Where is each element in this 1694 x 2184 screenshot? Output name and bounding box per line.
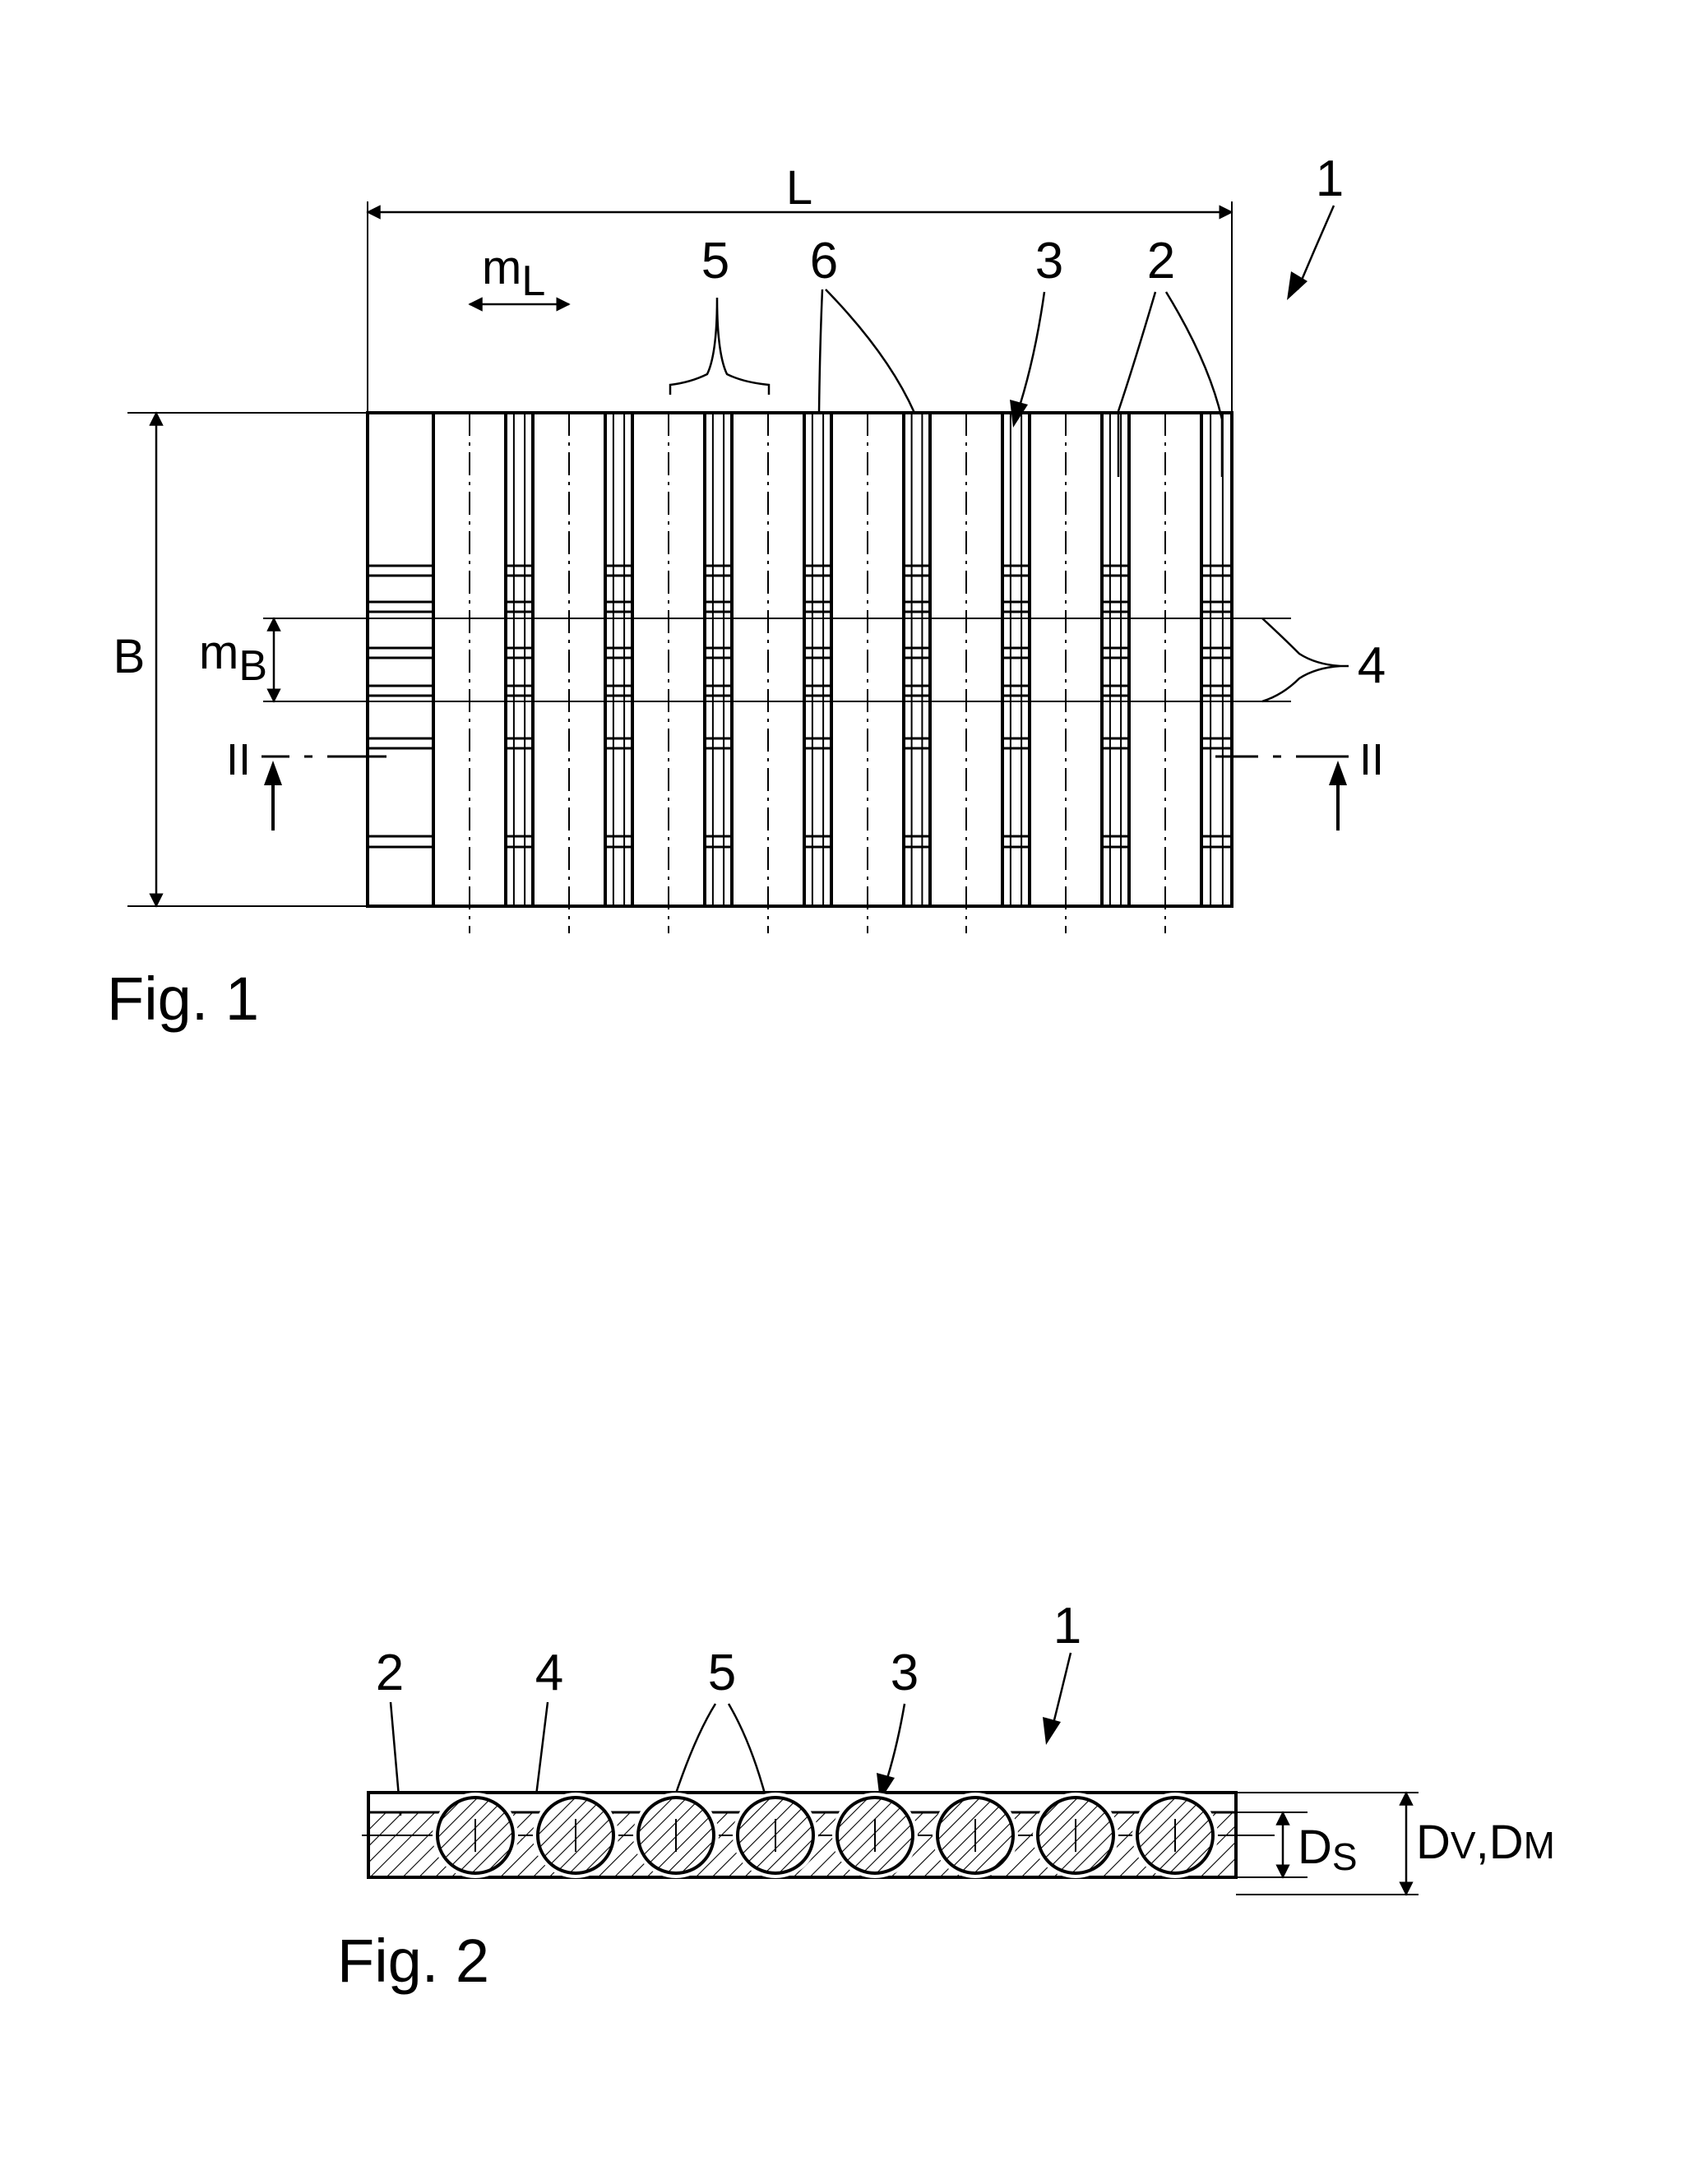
label-ref-4: 4 xyxy=(1358,637,1386,694)
label-ref-2-fig2: 2 xyxy=(376,1645,404,1701)
label-width: B xyxy=(113,630,146,683)
label-length: L xyxy=(786,161,812,215)
reference-1-fig1: 1 xyxy=(1287,150,1344,300)
fabric-cross-section xyxy=(362,1793,1275,1878)
figure-2: 1 2 4 5 3 DS DV,DM Fig. 2 xyxy=(337,1598,1555,1995)
fabric-mesh-top-view xyxy=(368,413,1232,933)
dimension-pitch-length: mL xyxy=(470,241,569,305)
label-ref-5: 5 xyxy=(701,233,729,289)
label-pitch-width: mB xyxy=(199,626,267,690)
label-ref-1: 1 xyxy=(1316,150,1344,207)
label-ds: DS xyxy=(1298,1821,1358,1878)
figure-2-caption: Fig. 2 xyxy=(337,1927,489,1995)
label-pitch-length: mL xyxy=(482,241,545,305)
reference-6-fig1: 6 xyxy=(810,233,914,413)
section-marker-right: II xyxy=(1215,735,1384,831)
label-ref-1-fig2: 1 xyxy=(1053,1598,1081,1654)
figure-1-caption: Fig. 1 xyxy=(107,965,259,1033)
section-marker-left: II xyxy=(226,735,386,831)
label-ref-3-fig2: 3 xyxy=(891,1645,919,1701)
reference-2-fig1: 2 xyxy=(1118,233,1222,477)
label-dv-dm: DV,DM xyxy=(1416,1816,1555,1869)
figure-1: L 1 mL 5 6 3 xyxy=(107,150,1386,1033)
label-ref-4-fig2: 4 xyxy=(535,1645,563,1701)
dimension-pitch-width: mB xyxy=(199,618,1291,701)
reference-4-fig1: 4 xyxy=(1262,618,1386,701)
label-ref-6: 6 xyxy=(810,233,838,289)
reference-5-fig1: 5 xyxy=(670,233,769,395)
label-section-right: II xyxy=(1359,735,1384,784)
reference-3-fig1: 3 xyxy=(1010,233,1063,428)
label-ref-2: 2 xyxy=(1147,233,1175,289)
label-ref-5-fig2: 5 xyxy=(708,1645,736,1701)
dimension-ds: DS xyxy=(1236,1812,1358,1878)
label-section-left: II xyxy=(226,735,251,784)
label-ref-3: 3 xyxy=(1035,233,1063,289)
